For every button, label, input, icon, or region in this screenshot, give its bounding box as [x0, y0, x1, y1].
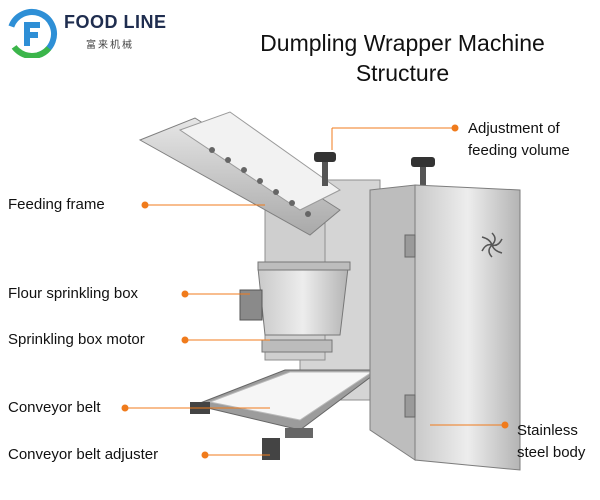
adjustment-knobs	[314, 152, 435, 189]
title-line-2: Structure	[355, 60, 450, 86]
brand-subtitle: 富来机械	[86, 40, 134, 51]
conveyor-belt-part	[190, 369, 382, 460]
brand-logo	[6, 8, 166, 59]
label-adjustment-line-1: Adjustment of	[468, 120, 560, 137]
label-stainless-line-1: Stainless	[517, 422, 578, 439]
page-title: Dumpling Wrapper Machine Structure	[205, 28, 600, 88]
feeding-frame-part	[138, 111, 341, 236]
logo-mark-icon	[7, 8, 57, 59]
brand-name: FOOD LINE	[64, 12, 167, 32]
title-line-1: Dumpling Wrapper Machine	[260, 30, 545, 56]
label-sprinkling-box-motor: Sprinkling box motor	[8, 331, 145, 348]
flour-box-part	[257, 261, 351, 336]
leader-dots	[121, 124, 509, 459]
vent-icon	[481, 232, 503, 258]
label-conveyor-belt: Conveyor belt	[8, 399, 101, 416]
stainless-body-part	[369, 184, 521, 471]
label-stainless-steel-body: Stainless steel body	[517, 420, 585, 464]
label-conveyor-belt-adjuster: Conveyor belt adjuster	[8, 446, 159, 463]
leader-lines	[125, 127, 505, 456]
label-adjustment-feeding-volume: Adjustment of feeding volume	[468, 118, 570, 162]
label-adjustment-line-2: feeding volume	[468, 142, 570, 159]
label-flour-sprinkling-box: Flour sprinkling box	[8, 285, 139, 302]
label-stainless-line-2: steel body	[517, 444, 586, 461]
label-feeding-frame: Feeding frame	[8, 196, 105, 213]
motor-part	[239, 289, 333, 353]
